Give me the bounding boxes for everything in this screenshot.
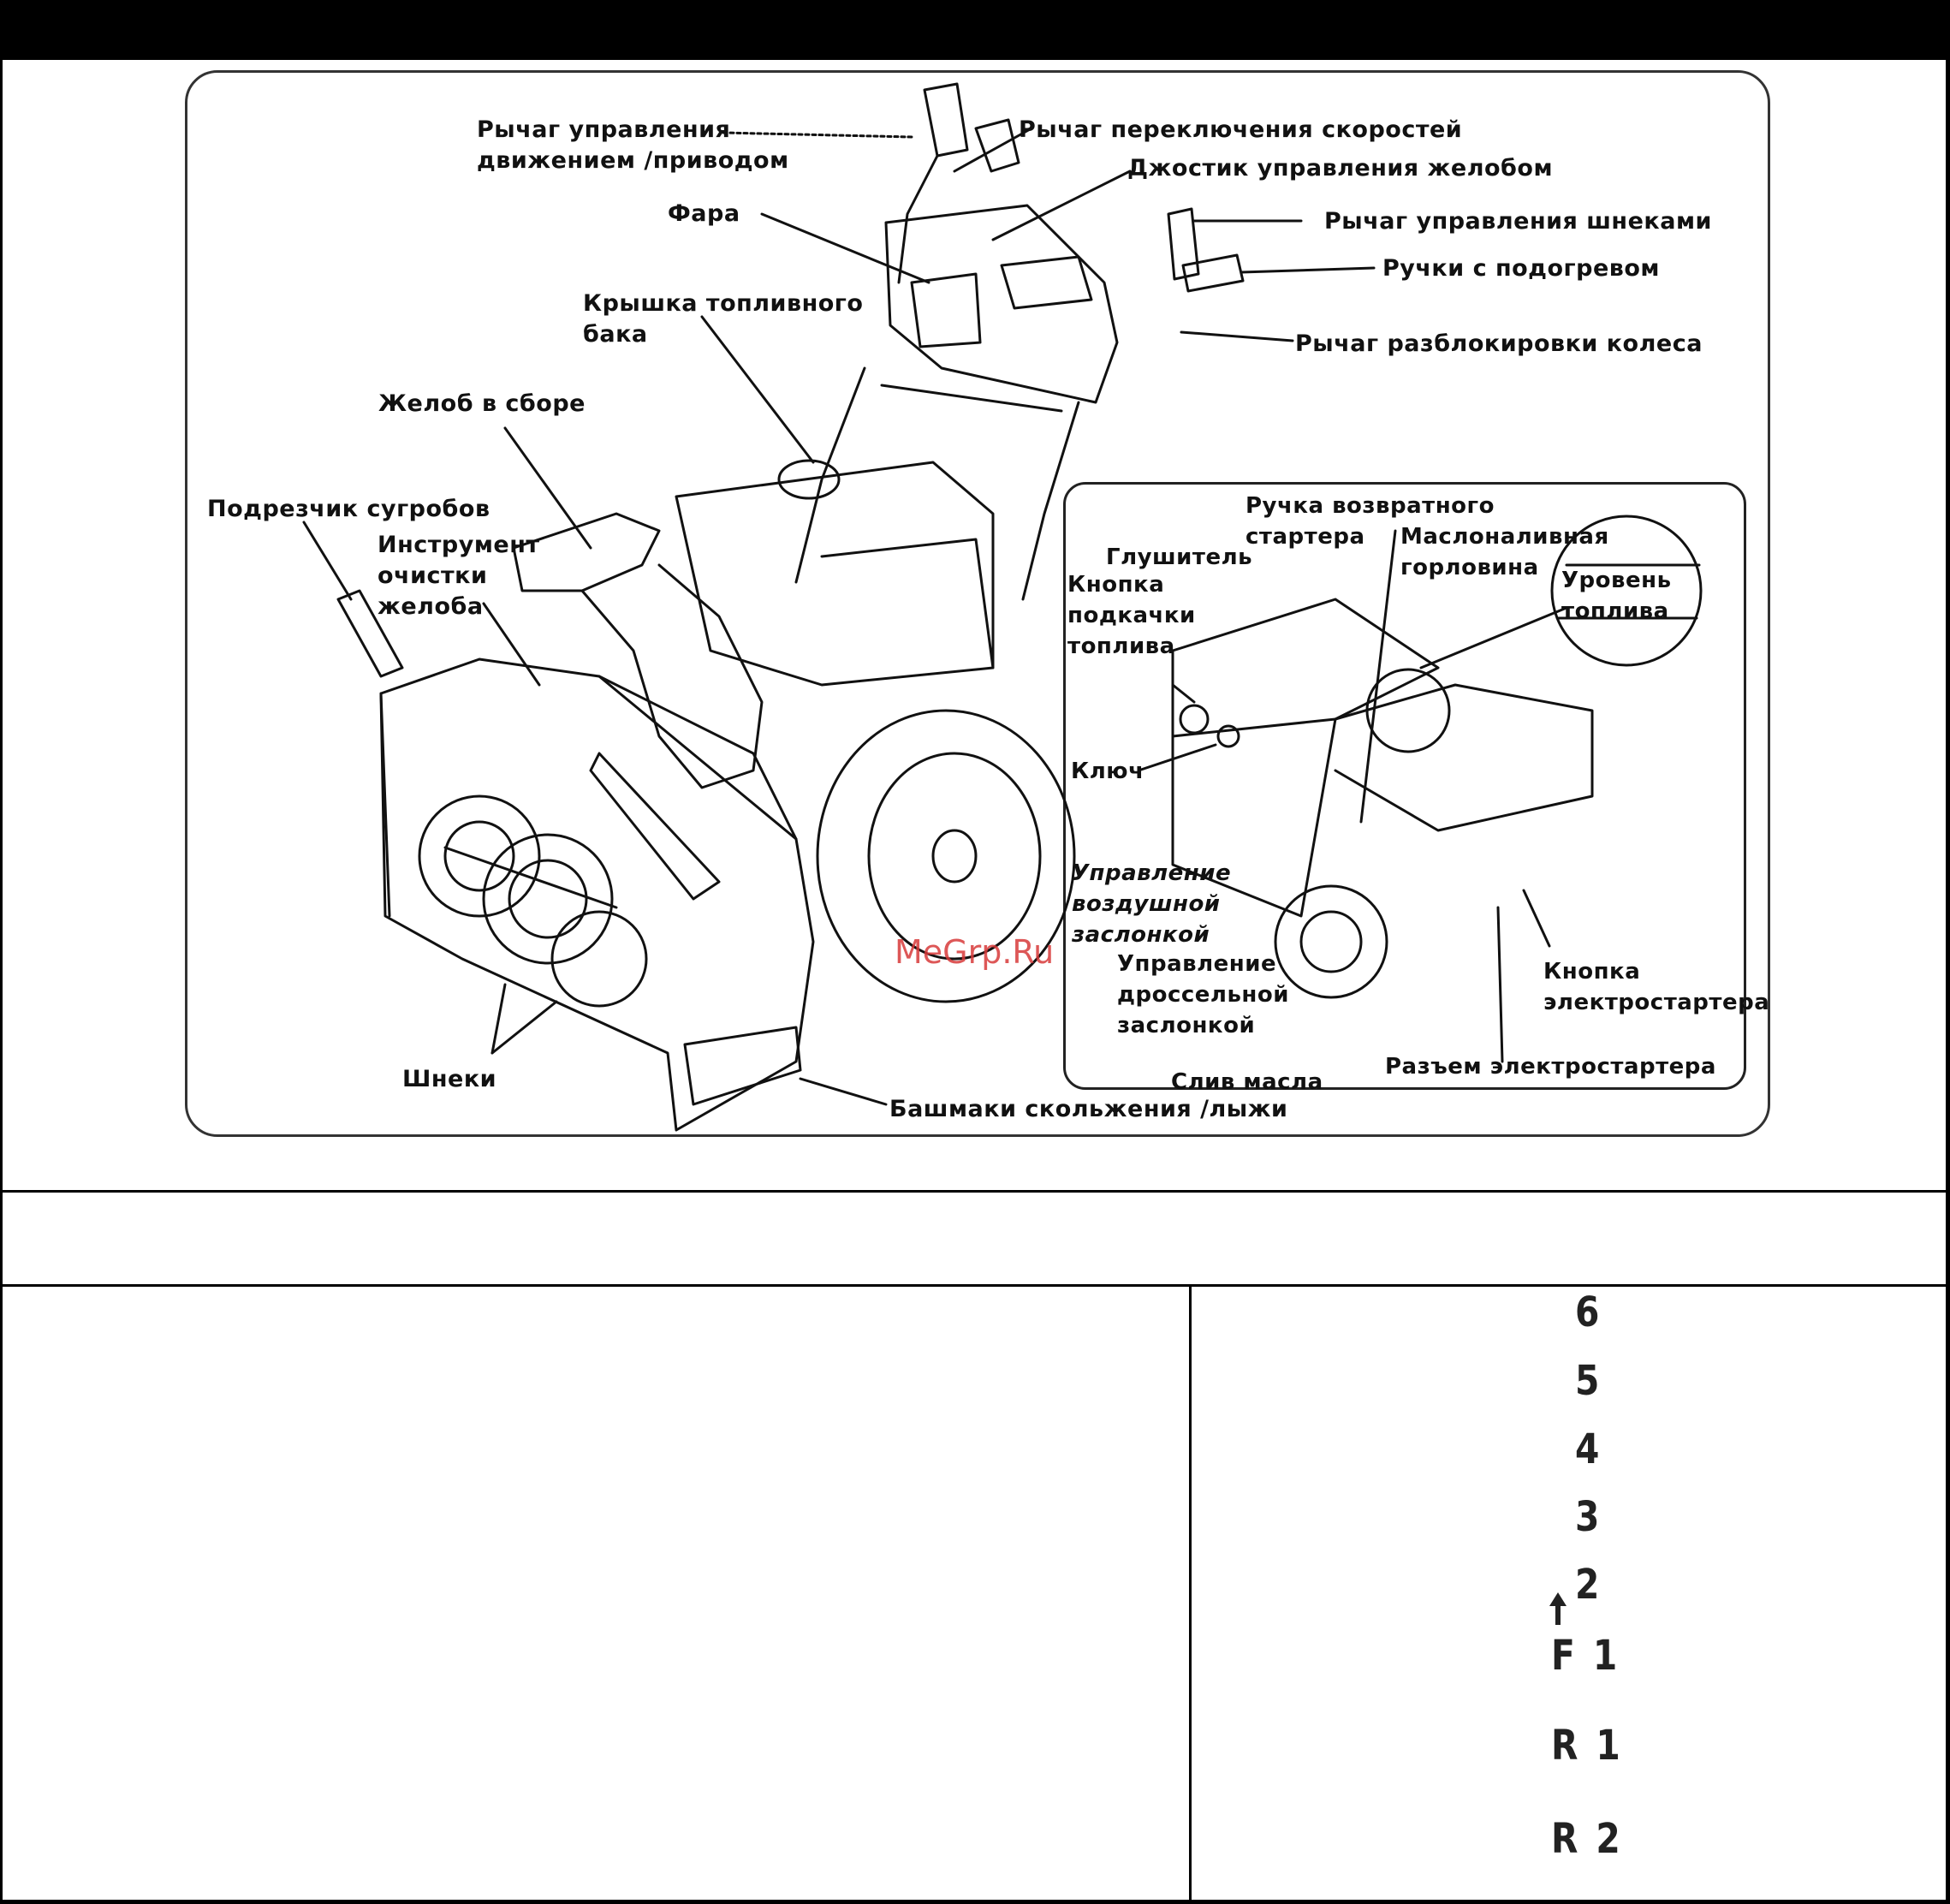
gear-3: 3 <box>1575 1493 1602 1541</box>
engine-inset-panel <box>1063 482 1746 1090</box>
frame-divider-2 <box>0 1284 1950 1287</box>
label-auger-lever: Рычаг управления шнеками <box>1324 208 1712 235</box>
watermark-text: MeGrp.Ru <box>895 933 1055 971</box>
label-oil-fill: Маслоналивная горловина <box>1400 524 1609 580</box>
label-skid-shoes: Башмаки скольжения /лыжи <box>889 1096 1288 1122</box>
label-wheel-release: Рычаг разблокировки колеса <box>1295 330 1703 357</box>
gear-f1: F 1 <box>1551 1632 1620 1680</box>
label-electric-start-button: Кнопка электростартера <box>1543 959 1770 1015</box>
frame-divider-1 <box>0 1190 1950 1193</box>
label-drive-lever: Рычаг управления движением /приводом <box>477 116 789 174</box>
label-recoil-handle: Ручка возвратного стартера <box>1246 493 1495 550</box>
gear-6: 6 <box>1575 1288 1602 1336</box>
label-choke: Управление воздушной заслонкой <box>1072 860 1232 948</box>
gear-r2: R 2 <box>1551 1815 1624 1863</box>
label-chute-assembly: Желоб в сборе <box>378 390 586 417</box>
frame-bottom <box>0 1900 1950 1904</box>
diagram-panel <box>185 70 1770 1137</box>
gear-4: 4 <box>1575 1425 1602 1473</box>
frame-column-divider <box>1189 1284 1192 1904</box>
label-muffler: Глушитель <box>1106 544 1253 570</box>
label-chute-joystick: Джостик управления желобом <box>1127 155 1554 181</box>
label-primer: Кнопка подкачки топлива <box>1067 572 1196 659</box>
label-oil-drain: Слив масла <box>1171 1069 1323 1095</box>
label-heated-grips: Ручки с подогревом <box>1382 255 1660 282</box>
label-fuel-level: Уровень топлива <box>1561 568 1672 624</box>
up-arrow-icon <box>1549 1592 1567 1625</box>
label-speed-lever: Рычаг переключения скоростей <box>1019 116 1463 143</box>
frame-right <box>1946 60 1950 1904</box>
gear-2: 2 <box>1575 1561 1602 1609</box>
label-cleanout-tool: Инструмент очистки желоба <box>378 532 540 620</box>
label-key: Ключ <box>1071 759 1144 784</box>
label-augers: Шнеки <box>402 1066 497 1092</box>
gear-r1: R 1 <box>1551 1722 1624 1770</box>
label-electric-start-socket: Разъем электростартера <box>1385 1054 1716 1080</box>
label-drift-cutter: Подрезчик сугробов <box>207 496 490 522</box>
label-throttle: Управление дроссельной заслонкой <box>1117 951 1289 1038</box>
label-fuel-cap: Крышка топливного бака <box>583 290 864 348</box>
frame-left <box>0 60 3 1904</box>
label-headlight: Фара <box>668 200 740 227</box>
header-bar <box>0 0 1950 60</box>
gear-5: 5 <box>1575 1357 1602 1405</box>
